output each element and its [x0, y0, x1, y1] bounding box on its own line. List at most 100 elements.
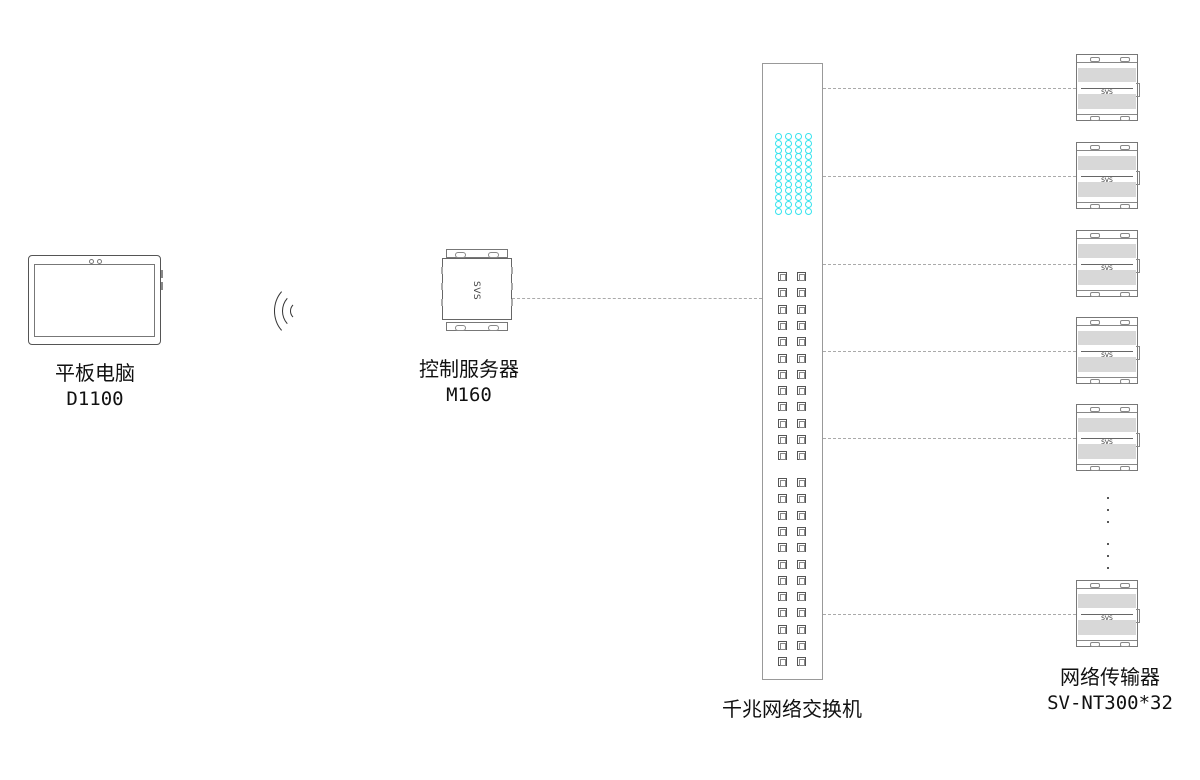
- network-transmitter: SVS: [1076, 54, 1140, 121]
- ethernet-port-icon: [797, 657, 806, 667]
- connection-line: [823, 351, 1076, 352]
- tablet-button: [161, 282, 163, 290]
- ethernet-port-icon: [797, 592, 806, 602]
- status-led-icon: [795, 173, 802, 181]
- mount-ear: [446, 249, 508, 258]
- ethernet-port-icon: [778, 288, 787, 298]
- ethernet-port-icon: [797, 386, 806, 396]
- connection-line: [823, 176, 1076, 177]
- ethernet-port-icon: [778, 369, 787, 379]
- ethernet-port-icon: [778, 510, 787, 520]
- ethernet-port-icon: [778, 304, 787, 314]
- status-led-icon: [775, 187, 782, 195]
- status-led-icon: [805, 139, 812, 147]
- sensor-icon: [97, 259, 102, 264]
- status-led-icon: [785, 173, 792, 181]
- ethernet-port-icon: [797, 641, 806, 650]
- status-led-icon: [805, 194, 812, 202]
- ethernet-port-icon: [797, 435, 806, 444]
- network-transmitter: SVS: [1076, 404, 1140, 471]
- connection-line: [823, 88, 1076, 89]
- ethernet-port-icon: [797, 272, 806, 281]
- transmitter-brand: SVS: [1101, 439, 1113, 446]
- tablet-label: 平板电脑 D1100: [40, 360, 150, 412]
- tablet-model: D1100: [66, 388, 124, 410]
- ethernet-port-icon: [797, 510, 806, 520]
- status-led-icon: [775, 173, 782, 181]
- ethernet-port-icon: [778, 320, 787, 330]
- ethernet-port-icon: [778, 543, 787, 553]
- status-led-icon: [785, 146, 792, 154]
- ethernet-port-icon: [778, 624, 787, 634]
- status-led-icon: [775, 139, 782, 147]
- status-led-icon: [805, 207, 812, 215]
- ethernet-port-icon: [797, 451, 806, 461]
- ethernet-port-icon: [778, 641, 787, 650]
- status-led-icon: [785, 139, 792, 147]
- ethernet-port-icon: [797, 353, 806, 363]
- status-led-icon: [785, 167, 792, 174]
- server-title: 控制服务器: [419, 357, 519, 381]
- status-led-icon: [795, 187, 802, 195]
- transmitter-brand: SVS: [1101, 89, 1113, 96]
- network-switch: [762, 63, 823, 680]
- ethernet-port-icon: [778, 337, 787, 347]
- server-model: M160: [446, 384, 492, 406]
- ethernet-port-icon: [778, 418, 787, 428]
- ethernet-port-icon: [778, 608, 787, 618]
- tablet-device: [28, 255, 163, 345]
- ethernet-port-icon: [797, 402, 806, 412]
- status-led-icon: [795, 201, 802, 208]
- status-led-icon: [795, 194, 802, 202]
- switch-label: 千兆网络交换机: [712, 696, 872, 722]
- status-led-icon: [805, 167, 812, 174]
- transmitter-model: SV-NT300*32: [1047, 692, 1173, 714]
- ethernet-port-icon: [797, 624, 806, 634]
- ethernet-port-icon: [797, 418, 806, 428]
- status-led-icon: [795, 167, 802, 174]
- tablet-title: 平板电脑: [55, 361, 135, 385]
- connection-line: [823, 438, 1076, 439]
- ethernet-port-icon: [797, 608, 806, 618]
- ethernet-port-icon: [778, 494, 787, 504]
- transmitter-brand: SVS: [1101, 177, 1113, 184]
- status-led-icon: [775, 167, 782, 174]
- ethernet-port-icon: [778, 575, 787, 585]
- status-led-icon: [785, 194, 792, 202]
- ethernet-port-icon: [778, 526, 787, 536]
- ethernet-port-icon: [797, 478, 806, 487]
- status-led-icon: [795, 146, 802, 154]
- server-label: 控制服务器 M160: [404, 356, 534, 408]
- ethernet-port-icon: [778, 435, 787, 444]
- ethernet-port-icon: [778, 402, 787, 412]
- network-transmitter: SVS: [1076, 142, 1140, 209]
- status-led-icon: [775, 160, 782, 168]
- ethernet-port-icon: [778, 451, 787, 461]
- status-led-icon: [775, 146, 782, 154]
- connection-line: [823, 614, 1076, 615]
- ethernet-port-icon: [778, 386, 787, 396]
- network-transmitter: SVS: [1076, 230, 1140, 297]
- network-transmitter: SVS: [1076, 580, 1140, 647]
- transmitter-brand: SVS: [1101, 615, 1113, 622]
- connection-line: [512, 298, 762, 299]
- transmitter-label: 网络传输器 SV-NT300*32: [1030, 664, 1190, 716]
- ethernet-port-icon: [797, 304, 806, 314]
- status-led-icon: [795, 207, 802, 215]
- status-led-icon: [795, 139, 802, 147]
- server-brand: SVS: [471, 281, 481, 301]
- ethernet-port-icon: [778, 272, 787, 281]
- status-led-icon: [775, 180, 782, 188]
- transmitter-title: 网络传输器: [1060, 665, 1160, 689]
- transmitter-brand: SVS: [1101, 265, 1113, 272]
- status-led-icon: [785, 180, 792, 188]
- ethernet-port-icon: [797, 320, 806, 330]
- status-led-icon: [775, 133, 782, 140]
- status-led-icon: [785, 187, 792, 195]
- status-led-icon: [775, 194, 782, 202]
- ethernet-port-icon: [797, 337, 806, 347]
- status-led-icon: [785, 201, 792, 208]
- network-transmitter: SVS: [1076, 317, 1140, 384]
- ethernet-port-icon: [778, 657, 787, 667]
- status-led-icon: [805, 180, 812, 188]
